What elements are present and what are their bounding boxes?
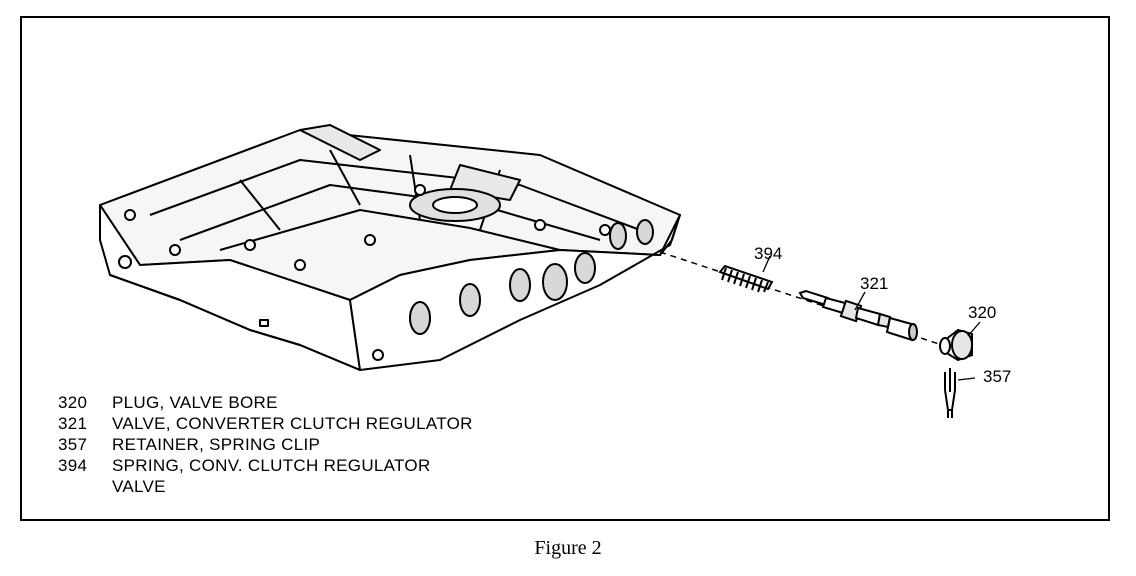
legend-description: PLUG, VALVE BORE	[112, 393, 278, 412]
figure-caption: Figure 2	[534, 537, 602, 559]
legend-continuation: VALVE	[112, 477, 166, 496]
legend-row: 320 PLUG, VALVE BORE	[58, 392, 473, 413]
legend-row: 321 VALVE, CONVERTER CLUTCH REGULATOR	[58, 413, 473, 434]
legend-number: 321	[58, 414, 88, 433]
callout-321: 321	[860, 274, 889, 293]
plug-320	[939, 328, 973, 362]
spring-394	[718, 264, 774, 293]
legend-description: RETAINER, SPRING CLIP	[112, 435, 321, 454]
legend-row: 357 RETAINER, SPRING CLIP	[58, 434, 473, 455]
valve-321	[798, 289, 918, 342]
legend-row: 394 SPRING, CONV. CLUTCH REGULATOR	[58, 455, 473, 476]
legend-number: 394	[58, 456, 88, 475]
callout-394: 394	[754, 244, 783, 263]
legend-number: 357	[58, 435, 88, 454]
leader-357	[957, 377, 976, 381]
callout-357: 357	[983, 367, 1012, 386]
leader-321	[854, 291, 866, 311]
retainer-357	[944, 368, 956, 418]
legend-description: SPRING, CONV. CLUTCH REGULATOR	[112, 456, 431, 475]
legend-number: 320	[58, 393, 88, 412]
leader-394	[762, 255, 771, 273]
leader-320	[967, 321, 981, 337]
callout-320: 320	[968, 303, 997, 322]
parts-legend: 320 PLUG, VALVE BORE 321 VALVE, CONVERTE…	[58, 392, 473, 497]
legend-description: VALVE, CONVERTER CLUTCH REGULATOR	[112, 414, 473, 433]
figure-frame	[20, 16, 1110, 521]
valve-body-casting	[99, 124, 681, 371]
